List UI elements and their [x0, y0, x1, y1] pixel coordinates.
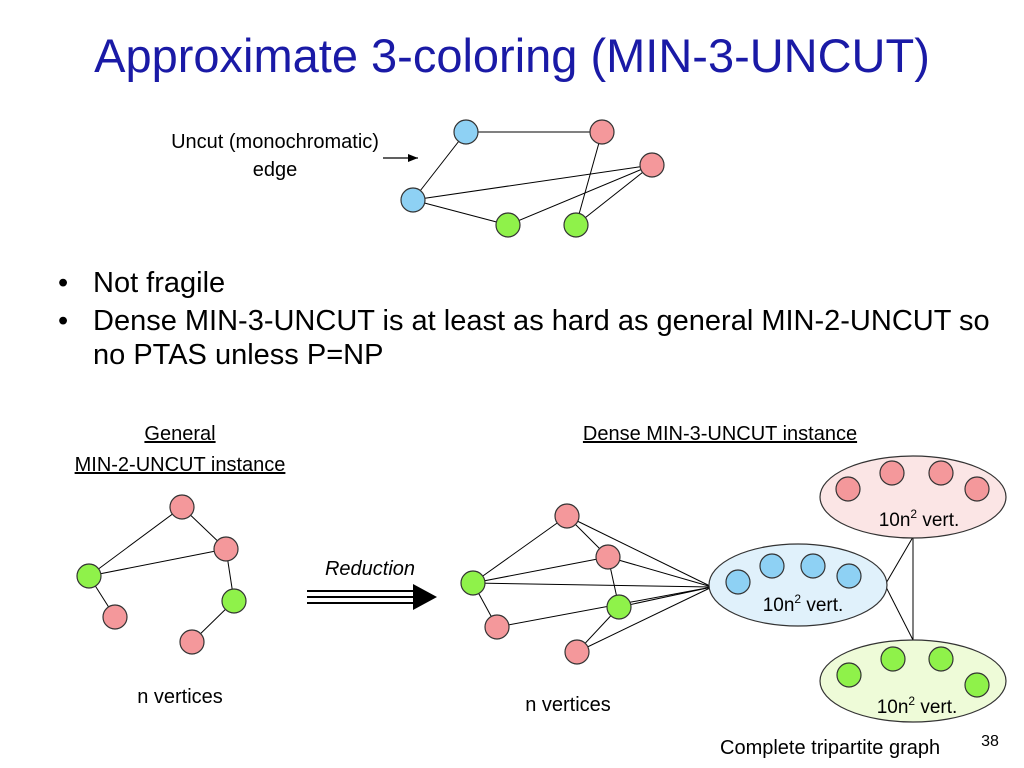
- general-graph: [76, 494, 247, 655]
- vertex-green: [221, 588, 247, 614]
- graph-edge: [576, 586, 713, 653]
- bullet-text: Not fragile: [93, 267, 226, 299]
- green-cluster: 10n2 vert.: [819, 639, 1007, 723]
- vertex-green: [495, 212, 521, 238]
- uncut-edge-label-line1: Uncut (monochromatic): [171, 131, 379, 153]
- dense-heading: Dense MIN-3-UNCUT instance: [582, 423, 858, 445]
- graph-edge: [472, 582, 713, 588]
- page-number: 38: [981, 733, 999, 750]
- graph-edge: [884, 536, 914, 586]
- vertex-red: [639, 152, 665, 178]
- general-heading-line1: General: [144, 423, 216, 445]
- vertex-green: [563, 212, 589, 238]
- arrow-head: [413, 584, 437, 610]
- cluster-size-label: 10n2 vert.: [763, 592, 844, 616]
- cluster-ellipse: [819, 455, 1007, 539]
- vertex-red: [964, 476, 990, 502]
- cluster-size-label: 10n2 vert.: [877, 694, 958, 718]
- dense-graph-vertices: [460, 503, 632, 665]
- vertex-red: [928, 460, 954, 486]
- bullet-item: • Dense MIN-3-UNCUT is at least as hard a…: [58, 304, 998, 372]
- vertex-red: [169, 494, 195, 520]
- graph-edge: [472, 556, 609, 584]
- cluster-edges: [884, 536, 914, 641]
- vertex-red: [484, 614, 510, 640]
- blue-cluster: 10n2 vert.: [708, 543, 888, 627]
- bullet-dot: •: [58, 267, 69, 299]
- general-vertex-count: n vertices: [137, 686, 223, 708]
- vertex-red: [102, 604, 128, 630]
- graph-edge: [412, 199, 509, 226]
- tripartite-caption: Complete tripartite graph: [720, 737, 941, 759]
- slide-title: Approximate 3-coloring (MIN-3-UNCUT): [94, 29, 930, 82]
- bullet-item: • Not fragile: [58, 266, 998, 300]
- vertex-red: [179, 629, 205, 655]
- bullet-text: Dense MIN-3-UNCUT is at least as hard as…: [93, 305, 990, 371]
- cluster-size-label: 10n2 vert.: [879, 507, 960, 531]
- uncut-edge-label: Uncut (monochromatic) edge: [130, 128, 420, 184]
- top-graph: [400, 119, 665, 238]
- vertex-green: [606, 594, 632, 620]
- vertex-blue: [836, 563, 862, 589]
- red-cluster: 10n2 vert.: [819, 455, 1007, 539]
- dense-vertex-count: n vertices: [525, 694, 611, 716]
- vertex-red: [213, 536, 239, 562]
- vertex-red: [564, 639, 590, 665]
- vertex-green: [460, 570, 486, 596]
- graph-edge: [566, 515, 713, 588]
- vertex-green: [964, 672, 990, 698]
- dense-graph-edges: [472, 515, 713, 653]
- vertex-red: [835, 476, 861, 502]
- vertex-blue: [725, 569, 751, 595]
- graph-edge: [88, 506, 183, 577]
- vertex-blue: [759, 553, 785, 579]
- reduction-arrow: [307, 584, 437, 610]
- vertex-red: [554, 503, 580, 529]
- graph-edge: [607, 556, 713, 588]
- uncut-edge-label-line2: edge: [252, 159, 298, 181]
- vertex-red: [589, 119, 615, 145]
- cluster-ellipse: [708, 543, 888, 627]
- graph-edge: [575, 131, 603, 226]
- vertex-green: [836, 662, 862, 688]
- vertex-green: [880, 646, 906, 672]
- reduction-label: Reduction: [324, 558, 416, 580]
- graph-edge: [412, 164, 653, 201]
- bullet-dot: •: [58, 305, 69, 337]
- vertex-blue: [400, 187, 426, 213]
- vertex-blue: [453, 119, 479, 145]
- cluster-ellipse: [819, 639, 1007, 723]
- graph-edge: [412, 131, 467, 201]
- graph-edge: [507, 164, 653, 226]
- vertex-green: [76, 563, 102, 589]
- graph-edge: [884, 584, 914, 641]
- vertex-red: [879, 460, 905, 486]
- vertex-blue: [800, 553, 826, 579]
- vertex-red: [595, 544, 621, 570]
- general-heading-line2: MIN-2-UNCUT instance: [74, 454, 286, 476]
- graph-edge: [472, 515, 568, 584]
- graph-edge: [88, 548, 227, 577]
- graph-edge: [496, 586, 713, 628]
- bullet-list: • Not fragile • Dense MIN-3-UNCUT is at le…: [58, 266, 998, 376]
- vertex-green: [928, 646, 954, 672]
- graph-edge: [575, 164, 653, 226]
